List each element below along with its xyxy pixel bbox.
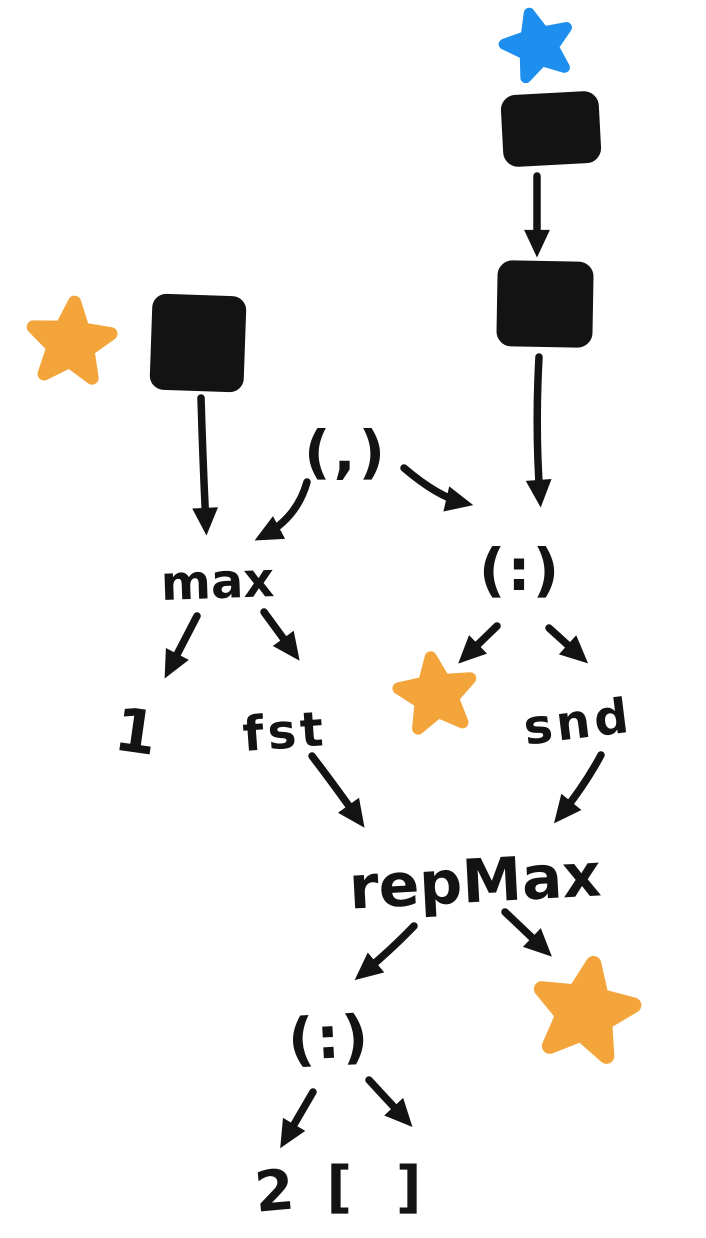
boxes — [149, 91, 602, 393]
arrow-repmax-to-cons-bottom — [354, 922, 418, 981]
star-orange-middle — [395, 652, 476, 730]
node-cons-bottom: (:) — [286, 1002, 372, 1074]
node-repmax: repMax — [347, 840, 602, 923]
node-snd: snd — [520, 688, 635, 757]
star-blue-top — [498, 5, 576, 81]
arrow-cons-bottom-to-nil — [365, 1076, 413, 1127]
node-max: max — [160, 552, 275, 612]
node-nil: [] — [327, 1155, 422, 1220]
box-top — [500, 91, 602, 167]
node-cons-top: (:) — [479, 536, 561, 604]
box-middle — [496, 260, 594, 348]
arrow-cons-bottom-to-two — [280, 1088, 317, 1149]
arrow-fst-to-repmax — [308, 752, 365, 828]
box-left — [149, 293, 247, 393]
arrow-box-middle-to-cons-top — [525, 353, 552, 508]
arrow-cons-top-to-snd — [545, 624, 589, 664]
arrow-tuple-to-cons-top — [400, 464, 474, 512]
arrow-cons-top-to-star — [458, 622, 501, 664]
arrow-tuple-to-max — [254, 478, 311, 541]
arrow-box-left-to-max — [192, 394, 219, 536]
arrow-repmax-to-star — [501, 908, 552, 957]
arrows — [164, 172, 605, 1149]
star-orange-left — [29, 299, 113, 380]
node-one: 1 — [110, 695, 161, 770]
labels: (,) max (:) 1 fst snd repMax (:) 2 [] — [110, 418, 635, 1226]
arrow-snd-to-repmax — [554, 751, 605, 824]
node-two: 2 — [252, 1157, 296, 1225]
arrow-max-to-one — [164, 612, 201, 679]
arrow-max-to-fst — [260, 608, 300, 661]
node-fst: fst — [241, 701, 329, 763]
node-tuple: (,) — [304, 418, 388, 486]
star-orange-large — [532, 956, 639, 1059]
